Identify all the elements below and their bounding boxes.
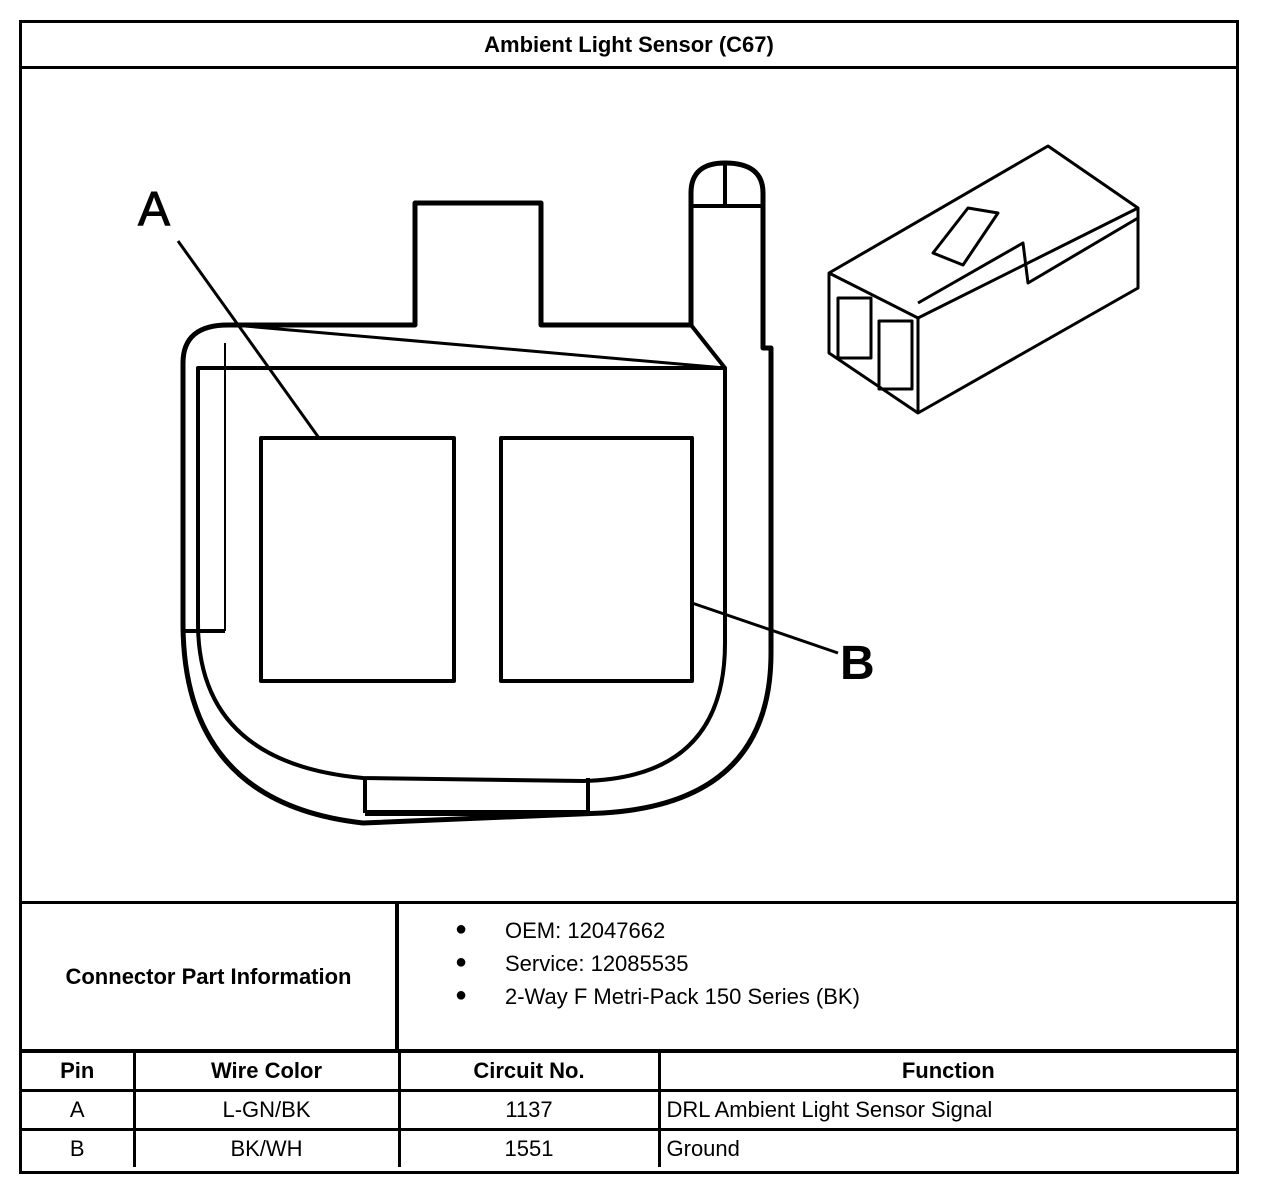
pin-a-leader: [176, 240, 321, 439]
page-title: Ambient Light Sensor (C67): [22, 23, 1236, 69]
connector-sheet: Ambient Light Sensor (C67): [19, 20, 1239, 1174]
connector-drawing: A B: [138, 144, 1140, 826]
header-pin: Pin: [22, 1053, 136, 1092]
connector-diagram: A B: [22, 69, 1236, 901]
connector-info-list: ● OEM: 12047662 ● Service: 12085535 ● 2-…: [399, 904, 1236, 1049]
cell-circuit: 1551: [397, 1128, 661, 1167]
connector-face-inner: [196, 366, 727, 783]
pin-label-b: B: [840, 637, 875, 690]
table-row: B BK/WH 1551 Ground: [22, 1128, 1236, 1167]
connector-info-label: Connector Part Information: [22, 904, 399, 1049]
cell-pin: B: [22, 1128, 136, 1167]
bullet-icon: ●: [455, 918, 468, 940]
info-item-text: OEM: 12047662: [505, 918, 666, 943]
info-item-text: Service: 12085535: [505, 951, 689, 976]
cell-pin: A: [22, 1089, 136, 1131]
pin-label-a: A: [138, 183, 170, 236]
cell-wire-color: L-GN/BK: [132, 1089, 401, 1131]
table-row: A L-GN/BK 1137 DRL Ambient Light Sensor …: [22, 1089, 1236, 1131]
cell-circuit: 1137: [397, 1089, 661, 1131]
connector-face-outer: [180, 160, 774, 826]
header-function: Function: [657, 1053, 1236, 1092]
bullet-icon: ●: [455, 951, 468, 973]
pin-b-leader: [691, 601, 839, 655]
connector-isometric-view: [827, 144, 1140, 415]
cell-function: Ground: [657, 1128, 1236, 1167]
pin-table-header: Pin Wire Color Circuit No. Function: [22, 1053, 1236, 1092]
pin-cavity-b: [499, 436, 694, 683]
cell-function: DRL Ambient Light Sensor Signal: [657, 1089, 1236, 1131]
pin-cavity-a: [259, 436, 456, 683]
info-item-text: 2-Way F Metri-Pack 150 Series (BK): [505, 984, 860, 1009]
header-wire-color: Wire Color: [132, 1053, 401, 1092]
header-circuit: Circuit No.: [397, 1053, 661, 1092]
cell-wire-color: BK/WH: [132, 1128, 401, 1167]
pin-table: Pin Wire Color Circuit No. Function A L-…: [22, 1053, 1236, 1167]
connector-info-row: Connector Part Information ● OEM: 120476…: [22, 901, 1236, 1053]
bullet-icon: ●: [455, 984, 468, 1006]
